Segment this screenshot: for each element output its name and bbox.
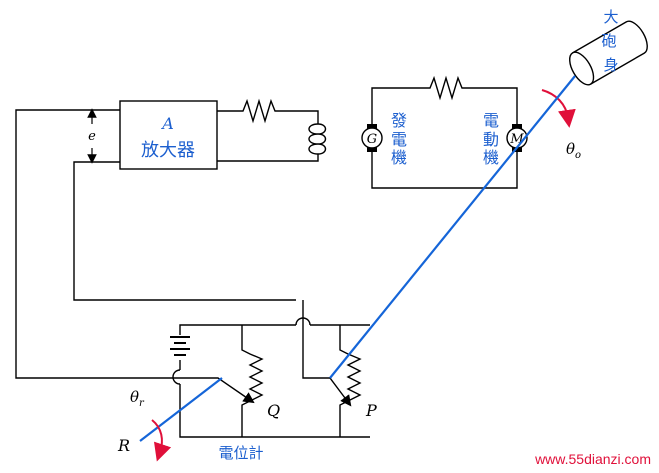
amplifier-label: 放大器 (141, 140, 195, 161)
theta-reference-base: θ (130, 388, 139, 406)
field-coil (308, 123, 327, 155)
battery (170, 336, 190, 356)
bridge-top-rail (179, 324, 370, 335)
motor-brush-bottom (512, 147, 522, 152)
motor-label-2: 動 (483, 130, 499, 149)
gun-label-3: 身 (603, 56, 618, 74)
theta-output-label: θo (566, 140, 581, 161)
motor-brush-top (512, 124, 522, 129)
output-shaft (329, 75, 576, 379)
gen-motor-loop-bottom (371, 152, 518, 189)
theta-reference-sub: r (139, 398, 145, 409)
generator-brush-top (367, 124, 377, 129)
amp-input-bottom-wire (73, 161, 296, 301)
pot-P-wiper (302, 300, 352, 407)
reference-shaft (139, 377, 223, 442)
amplifier-box (119, 100, 218, 170)
pot-P-label: P (365, 401, 377, 420)
generator-symbol: G (367, 132, 377, 147)
motor-label-1: 電 (483, 111, 499, 130)
potentiometer-label: 電位計 (218, 444, 263, 462)
pot-P-resistor (339, 325, 362, 437)
pot-Q-label: Q (267, 401, 280, 420)
crossover-bump-left (172, 369, 181, 385)
generator-brush-bottom (367, 147, 377, 152)
theta-output-arrow (541, 89, 576, 128)
motor-label-3: 機 (483, 148, 499, 167)
amp-output-wire-top (217, 98, 319, 124)
generator-circle (361, 127, 383, 149)
gun-barrel (569, 20, 648, 86)
amp-output-wire-bottom (217, 154, 319, 162)
theta-reference-label: θr (130, 388, 145, 409)
theta-output-base: θ (566, 140, 575, 158)
gun-label-2: 砲 (601, 32, 616, 50)
gen-motor-loop-top (371, 75, 518, 124)
watermark: www.55dianzi.com (534, 451, 651, 467)
bridge-bottom-rail (179, 384, 370, 438)
generator-label-1: 發 (391, 111, 407, 130)
generator-label-2: 電 (391, 130, 407, 149)
amp-input-top-wire (15, 109, 186, 379)
reference-R-label: R (117, 436, 130, 455)
pot-Q-wiper (186, 377, 255, 404)
error-label: e (88, 129, 96, 144)
pot-Q-resistor (241, 325, 264, 437)
theta-output-sub: o (575, 150, 581, 161)
theta-reference-arrow (151, 419, 172, 462)
gun-label-1: 大 (603, 8, 618, 26)
generator-label-3: 機 (391, 148, 407, 167)
amplifier-symbol: A (160, 114, 174, 133)
